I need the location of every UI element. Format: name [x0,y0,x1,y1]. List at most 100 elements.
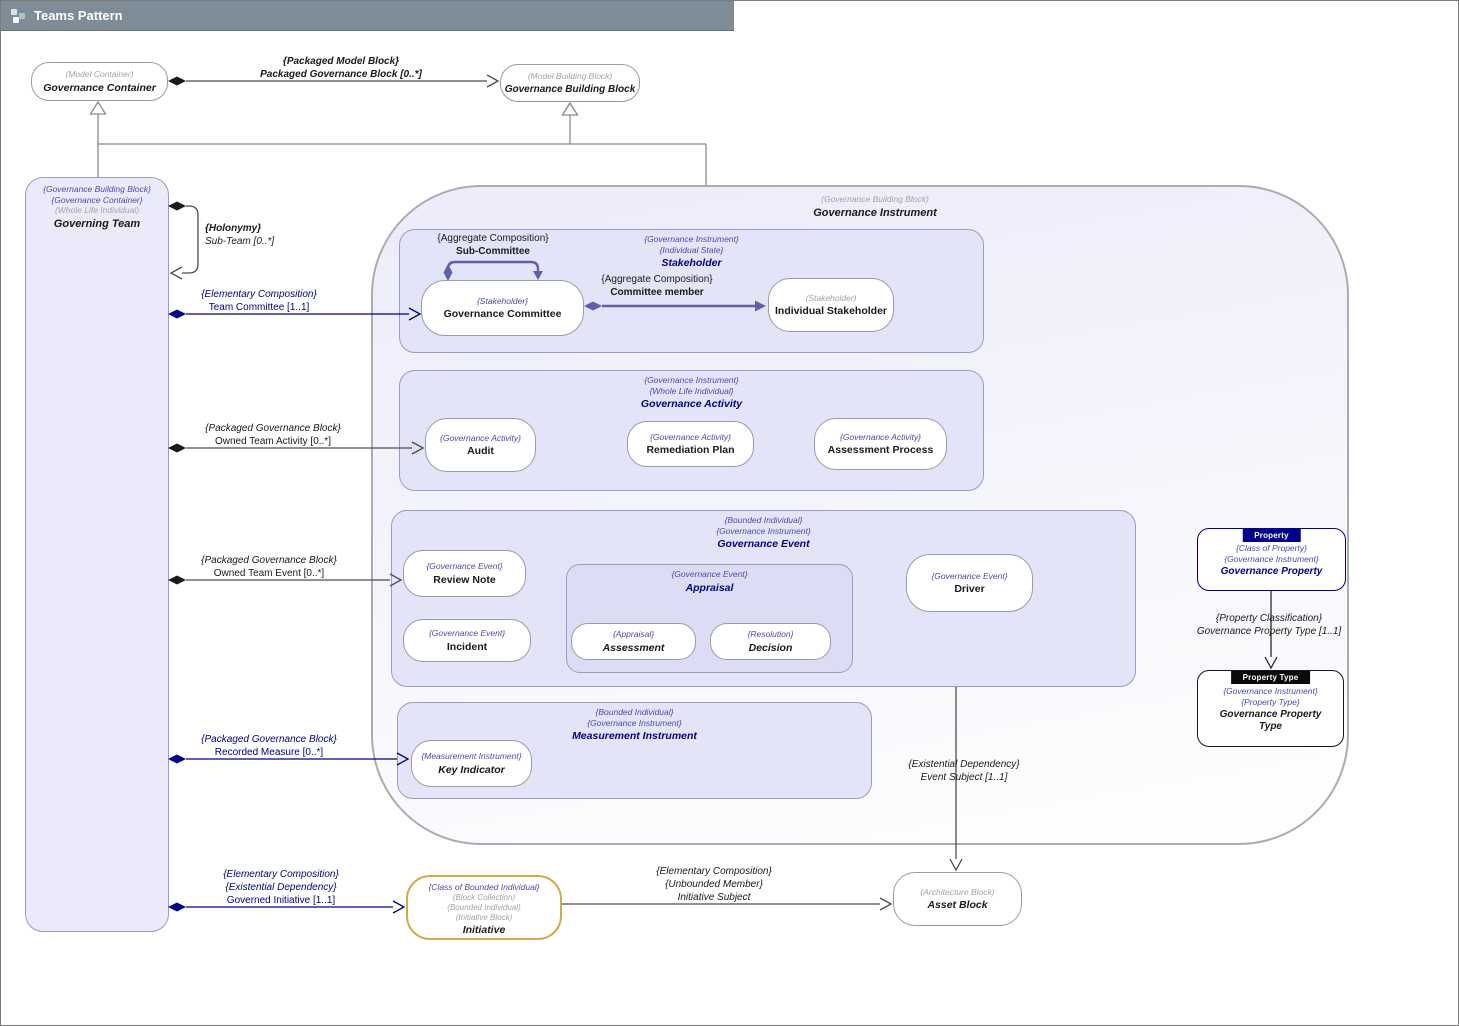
edge-label-line: {Elementary Composition} [656,866,772,877]
stereotype-label: {Bounded Individual} [724,515,803,525]
stereotype-label: (Initiative Block) [455,912,513,922]
composition-diamond-icon [168,902,186,912]
edge-label-team-committee: {Elementary Composition} Team Committee … [149,288,369,314]
composition-diamond-icon [584,301,602,311]
edge-label-property-classification: {Property Classification} Governance Pro… [1174,612,1364,638]
edge-property-classification [1264,591,1278,670]
node-governance-container[interactable]: (Model Container) Governance Container [31,62,168,101]
node-initiative[interactable]: {Class of Bounded Individual} (Block Col… [406,875,562,940]
group-name: Governance Activity [640,398,743,411]
edge-label-line: {Packaged Model Block} [282,56,400,67]
node-review-note[interactable]: {Governance Event} Review Note [403,550,526,597]
arrowhead-icon [392,900,406,914]
edge-label-line: Committee member [610,287,704,298]
node-decision[interactable]: {Resolution} Decision [710,623,831,660]
generalization-edges [89,100,707,185]
edge-label-line: Owned Team Activity [0..*] [215,436,331,447]
stereotype-label: {Governance Event} [671,569,748,579]
edge-label-line: Sub-Committee [456,246,530,257]
edge-label-line: Recorded Measure [0..*] [214,747,324,758]
stereotype-label: {Property Type} [1241,696,1300,707]
property-type-banner: Property Type [1230,671,1311,684]
arrowhead-icon [389,573,403,587]
edge-owned-team-event [168,573,403,587]
edge-label-line: {Elementary Composition} [223,869,339,880]
stereotype-label: (Stakeholder) [805,292,857,303]
node-asset-block[interactable]: (Architecture Block) Asset Block [893,872,1022,926]
edge-label-line: Governed Initiative [1..1] [226,895,336,906]
edge-label-line: Initiative Subject [677,892,751,903]
composition-diamond-icon [443,264,453,281]
node-key-indicator[interactable]: {Measurement Instrument} Key Indicator [411,740,532,787]
group-name: Governance Event [717,538,810,551]
group-name: Measurement Instrument [572,730,697,743]
stereotype-label: {Stakeholder} [476,295,529,306]
arrowhead-icon [169,266,183,280]
stereotype-label: {Governance Activity} [650,431,731,442]
arrowhead-icon [486,74,500,88]
edge-label-sub-committee: {Aggregate Composition} Sub-Committee [393,232,593,258]
edge-label-line: Event Subject [1..1] [920,772,1008,783]
stereotype-label: {Governance Instrument} [1224,553,1319,564]
node-name: Governance Building Block [504,83,636,95]
node-governance-committee[interactable]: {Stakeholder} Governance Committee [421,280,584,336]
generalization-triangle-icon [561,101,579,116]
arrowhead-icon [533,271,543,280]
edge-label-line: {Property Classification} [1215,613,1323,624]
node-governance-property-type[interactable]: Property Type {Governance Instrument} {P… [1197,670,1344,747]
node-remediation-plan[interactable]: {Governance Activity} Remediation Plan [627,421,754,467]
node-name: Governance Property Type [1219,709,1322,732]
stereotype-label: {Governance Event} [931,570,1008,581]
edge-label-line: {Aggregate Composition} [437,233,549,244]
edge-label-line: {Existential Dependency} [908,759,1020,770]
node-individual-stakeholder[interactable]: (Stakeholder) Individual Stakeholder [768,278,894,332]
node-name: Driver [954,583,985,596]
node-name: Incident [446,640,488,653]
node-audit[interactable]: {Governance Activity} Audit [425,418,536,472]
stereotype-label: {Measurement Instrument} [421,751,522,762]
edge-label-holonymy: {Holonymy} Sub-Team [0..*] [205,222,335,248]
node-name: Initiative [462,923,506,936]
edge-label-line: {Packaged Governance Block} [201,734,337,745]
node-assessment[interactable]: {Appraisal} Assessment [571,623,696,660]
edge-initiative-subject [562,897,893,911]
composition-diamond-icon [168,443,186,453]
stereotype-label: (Block Collection) [452,892,516,902]
arrowhead-icon [411,441,425,455]
stereotype-label: (Architecture Block) [920,886,995,897]
edge-label-line: {Packaged Governance Block} [201,555,337,566]
node-name: Assessment Process [827,444,934,457]
node-assessment-process[interactable]: {Governance Activity} Assessment Process [814,418,947,470]
group-name: Stakeholder [661,257,722,270]
stereotype-label: {Governance Instrument} [644,375,739,385]
node-name: Assessment [602,641,665,654]
stereotype-label: (Governance Building Block) [821,194,929,204]
edge-label-line: Governance Property Type [1..1] [1196,626,1342,637]
edge-holonymy [168,201,199,280]
node-governance-building-block[interactable]: (Model Building Block) Governance Buildi… [500,64,640,102]
stereotype-label: {Governance Activity} [440,432,521,443]
edge-label-line: {Elementary Composition} [201,289,317,300]
node-governance-property[interactable]: Property {Class of Property} {Governance… [1197,528,1346,591]
node-name: Governance Property [1220,566,1323,578]
edge-label-line: {Aggregate Composition} [601,274,713,285]
edge-packaged-governance-block [168,74,500,88]
composition-diamond-icon [168,575,186,585]
arrowhead-icon [396,752,410,766]
node-driver[interactable]: {Governance Event} Driver [906,554,1033,612]
stereotype-label: {Governance Event} [428,628,506,639]
composition-diamond-icon [168,201,186,211]
stereotype-label: {Governance Instrument} [1223,686,1318,696]
stereotype-label: (Model Building Block) [527,70,613,81]
edge-team-committee [168,307,422,321]
edge-label-line: Packaged Governance Block [0..*] [260,69,422,80]
edge-label-committee-member: {Aggregate Composition} Committee member [557,273,757,299]
edge-label-recorded-measure: {Packaged Governance Block} Recorded Mea… [149,733,389,759]
edge-governed-initiative [168,900,406,914]
edge-label-line: {Packaged Governance Block} [205,423,341,434]
stereotype-label: {Governance Container} [51,194,143,205]
edge-sub-committee [443,260,543,281]
node-incident[interactable]: {Governance Event} Incident [403,619,531,662]
node-governing-team[interactable]: {Governance Building Block} {Governance … [25,177,169,932]
